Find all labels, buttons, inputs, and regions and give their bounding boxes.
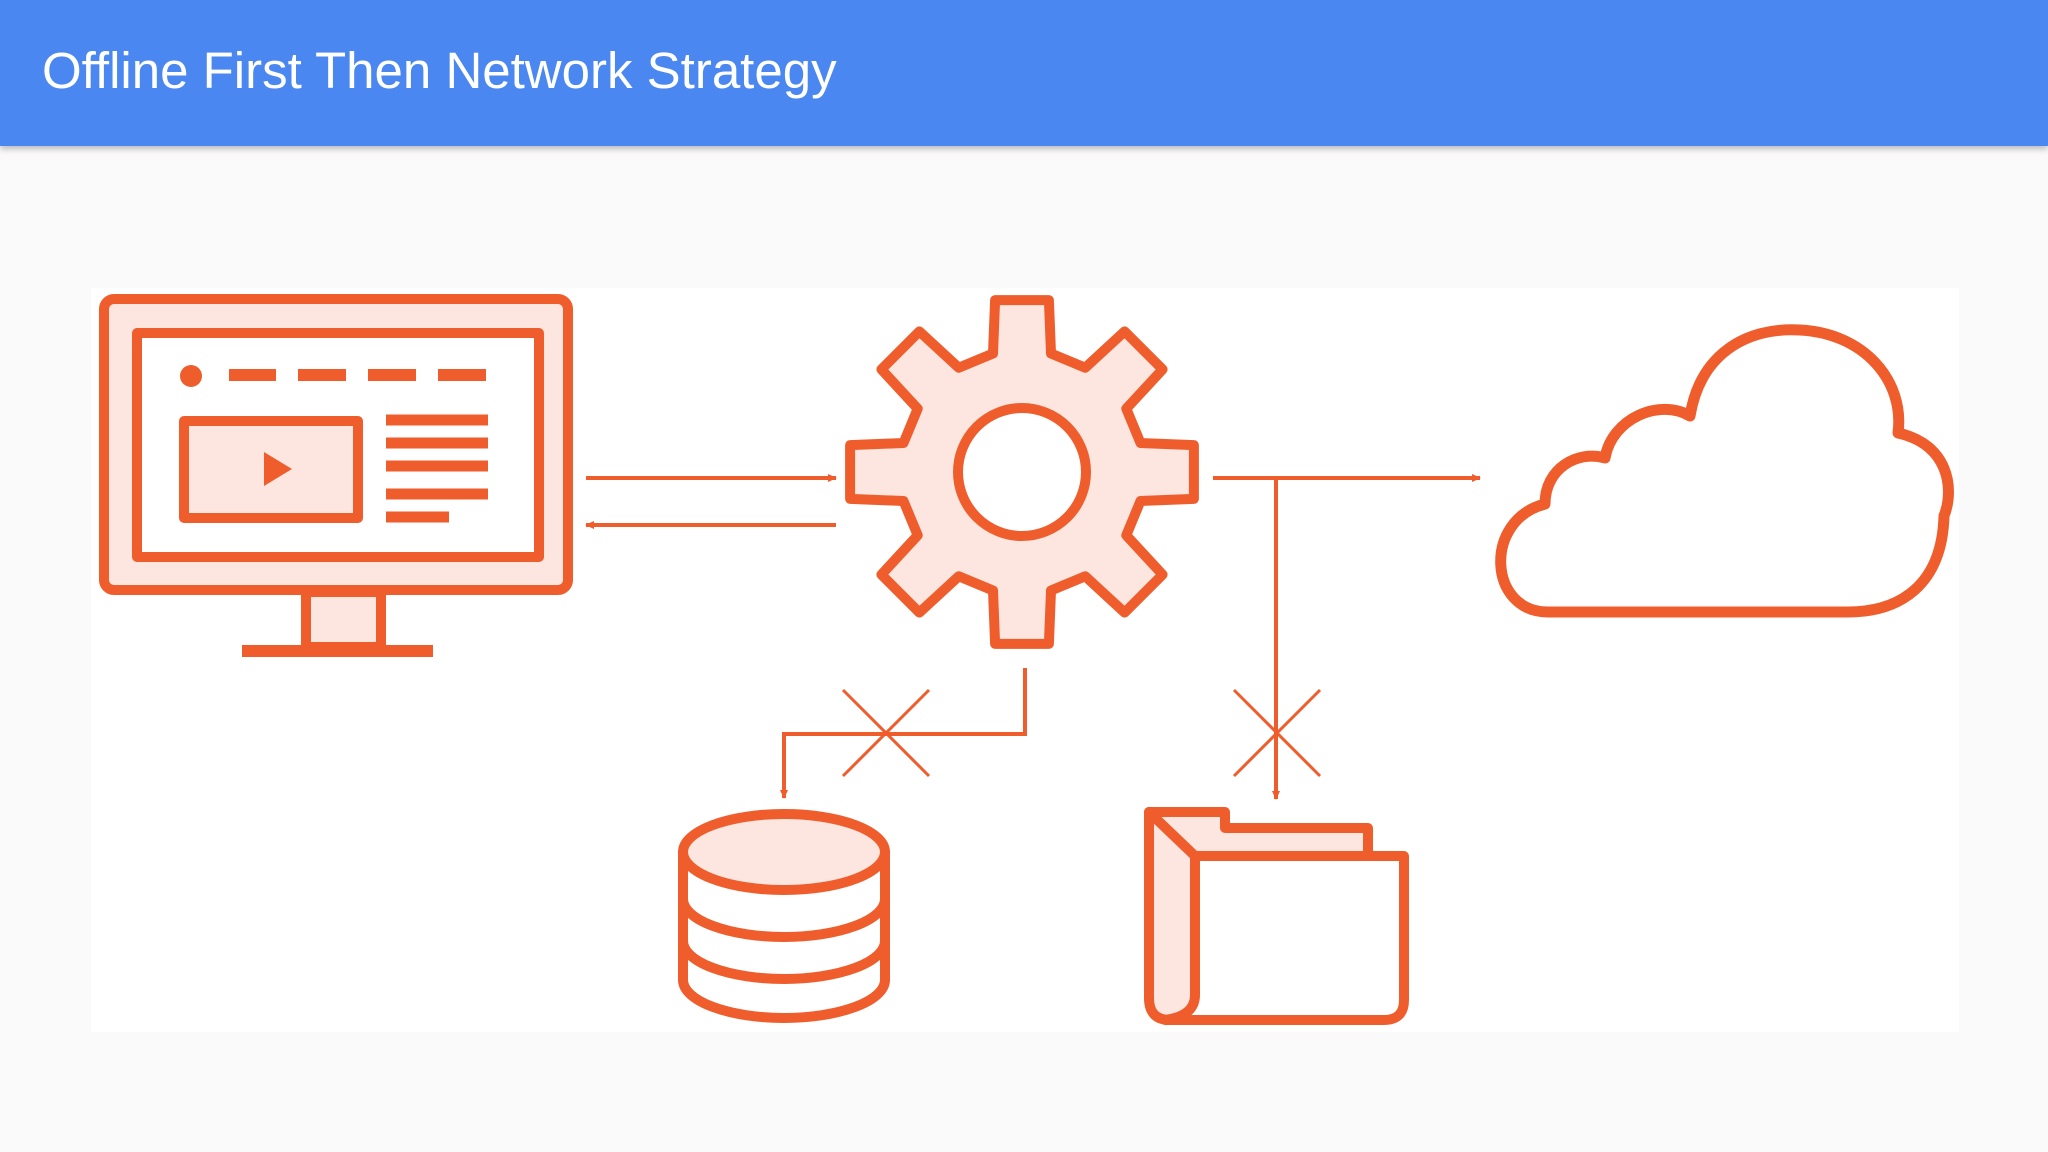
blocked-cross-icon: [1232, 688, 1322, 778]
gear-icon: [845, 295, 1199, 649]
folder-icon: [1144, 807, 1409, 1025]
play-icon: [264, 452, 292, 486]
page-dot: [180, 365, 202, 387]
page-title: Offline First Then Network Strategy: [42, 42, 837, 99]
cache-arrow: [780, 668, 1027, 799]
database-icon: [678, 809, 890, 1023]
monitor-icon: [99, 294, 573, 657]
blocked-cross-icon: [841, 688, 931, 778]
title-bar: Offline First Then Network Strategy: [0, 0, 2048, 146]
cloud-icon: [1495, 324, 1954, 618]
